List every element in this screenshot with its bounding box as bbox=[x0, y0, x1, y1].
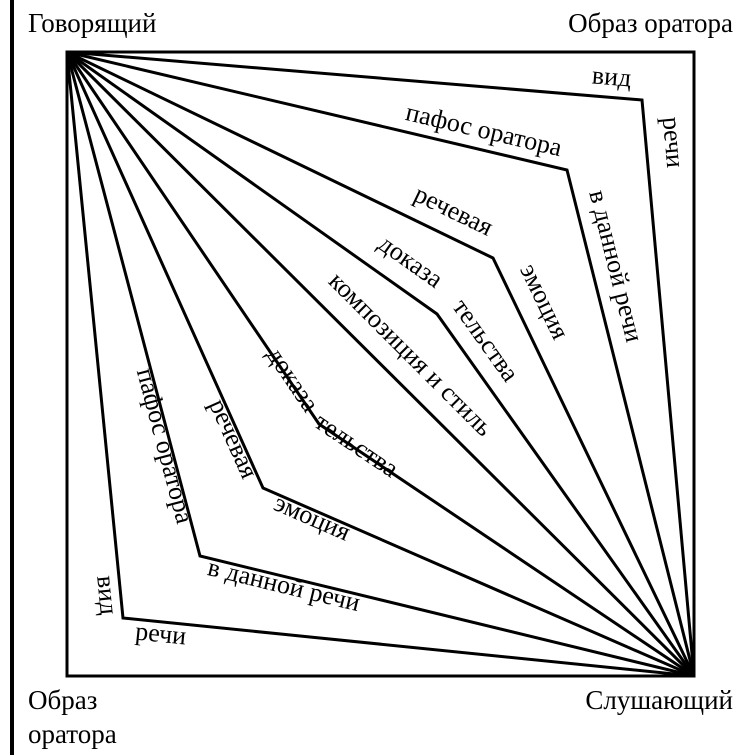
label-upper-vid: вид bbox=[591, 60, 633, 92]
label-upper-telstva: тельства bbox=[447, 293, 525, 387]
label-lower-emotsiya: эмоция bbox=[270, 488, 355, 547]
path-upper-rechevaya bbox=[66, 50, 696, 677]
label-speaker-image-bottom-line2: оратора bbox=[28, 719, 117, 749]
diagram-frame bbox=[65, 50, 696, 678]
label-speaker: Говорящий bbox=[28, 8, 157, 38]
label-speaker-image-top: Образ оратора bbox=[568, 8, 733, 38]
label-upper-pafos: пафос оратора bbox=[403, 97, 565, 162]
path-upper-dokazatelstva bbox=[66, 50, 696, 677]
path-lower-pafos bbox=[65, 51, 695, 678]
path-lower-rechevaya bbox=[65, 51, 695, 678]
label-upper-rechevaya: речевая bbox=[410, 179, 498, 242]
path-upper-pafos bbox=[66, 50, 696, 677]
label-lower-dokaza: доказа bbox=[261, 341, 325, 417]
path-kompozitsiya bbox=[65, 50, 696, 678]
label-listener: Слушающий bbox=[585, 685, 733, 715]
label-lower-telstva: тельства bbox=[310, 407, 405, 484]
label-speaker-image-bottom-line1: Образ bbox=[28, 685, 98, 715]
label-lower-v-dannoy: в данной речи bbox=[205, 552, 363, 617]
path-lower-dokazatelstva bbox=[65, 51, 695, 678]
label-upper-rechi: речи bbox=[657, 116, 691, 169]
label-lower-rechevaya: речевая bbox=[203, 394, 264, 482]
label-lower-rechi: речи bbox=[134, 617, 188, 651]
label-lower-pafos: пафос оратора bbox=[131, 365, 200, 527]
path-lower-vid-rechi bbox=[65, 51, 695, 678]
label-kompozitsiya: композиция и стиль bbox=[323, 266, 499, 442]
label-upper-dokaza: доказа bbox=[373, 228, 449, 293]
path-upper-vid-rechi bbox=[66, 50, 696, 677]
label-upper-emotsiya: эмоция bbox=[514, 259, 575, 344]
label-upper-v-dannoy: в данной речи bbox=[583, 187, 649, 345]
label-lower-vid: вид bbox=[91, 574, 124, 616]
